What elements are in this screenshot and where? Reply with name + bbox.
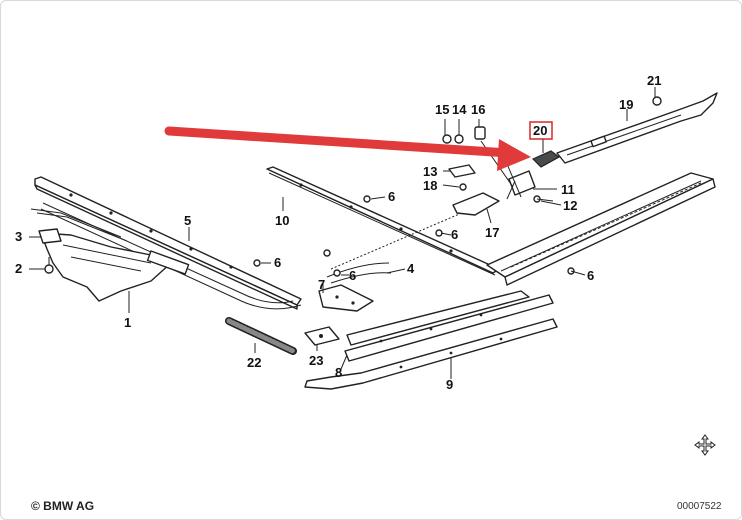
part-9-lower-rail	[304, 318, 558, 390]
part-1-bracket	[30, 208, 190, 302]
document-number: 00007522	[677, 501, 722, 512]
part-mechanism	[442, 126, 554, 216]
callout-13: 13	[423, 164, 437, 179]
callout-6e: 6	[587, 268, 594, 283]
callout-4: 4	[407, 261, 415, 276]
leader-lines	[29, 87, 656, 379]
part-4-cable	[326, 262, 392, 284]
callout-21: 21	[647, 73, 661, 88]
callout-3: 3	[15, 229, 22, 244]
callout-16: 16	[471, 102, 485, 117]
part-23-clip	[304, 326, 340, 346]
callout-6a: 6	[388, 189, 395, 204]
callout-23: 23	[309, 353, 323, 368]
callout-22: 22	[247, 355, 261, 370]
part-3-clip	[38, 228, 62, 244]
part-5-frame-rail	[34, 176, 302, 310]
callout-5: 5	[184, 213, 191, 228]
part-7-plate	[318, 284, 374, 312]
part-20-highlight-box	[529, 121, 553, 140]
part-22-seal-tube	[225, 317, 297, 355]
callout-12: 12	[563, 198, 577, 213]
callout-7: 7	[318, 277, 325, 292]
move-arrows-icon[interactable]	[693, 433, 717, 457]
callout-17: 17	[485, 225, 499, 240]
callout-9: 9	[446, 377, 453, 392]
callout-1: 1	[124, 315, 131, 330]
callout-6c: 6	[349, 268, 356, 283]
long-side-rail	[486, 172, 716, 286]
callouts: 1 2 3 4 5 6 6 6 6 6 7 8 9 10 11 12 13 14…	[15, 73, 661, 392]
highlight-arrow	[164, 126, 531, 171]
callout-20[interactable]: 20	[533, 123, 547, 138]
copyright-text: © BMW AG	[31, 499, 95, 513]
part-21-screw	[652, 96, 662, 106]
callout-18: 18	[423, 178, 437, 193]
part-20-slider-pad[interactable]	[531, 150, 561, 168]
callout-19: 19	[619, 97, 633, 112]
callout-10: 10	[275, 213, 289, 228]
callout-11: 11	[561, 182, 575, 197]
callout-6b: 6	[274, 255, 281, 270]
callout-14: 14	[452, 102, 467, 117]
part-10-top-rail	[266, 166, 500, 276]
part-19-rear-guide	[556, 92, 718, 164]
callout-15: 15	[435, 102, 449, 117]
part-8-guide-rail	[344, 290, 554, 362]
callout-8: 8	[335, 365, 342, 380]
callout-2: 2	[15, 261, 22, 276]
callout-6d: 6	[451, 227, 458, 242]
